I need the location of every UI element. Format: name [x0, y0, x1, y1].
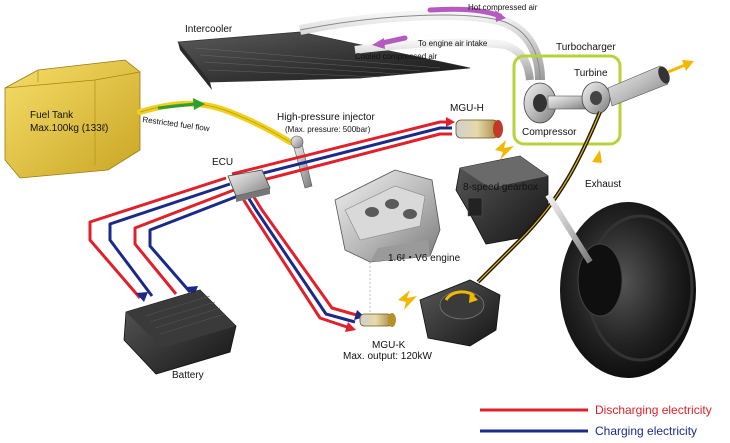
mgu-h-label: MGU-H [450, 103, 484, 114]
electric-lines [88, 120, 452, 330]
exhaust-label: Exhaust [585, 179, 622, 190]
ecu [227, 169, 271, 202]
battery [123, 289, 237, 375]
intake-arrowhead-icon [372, 38, 385, 49]
air-pipes [299, 10, 545, 81]
tire [560, 202, 696, 378]
mgu-k-output-label: Max. output: 120kW [343, 351, 432, 362]
restricted-flow-arrow [157, 98, 205, 110]
battery-label: Battery [172, 370, 204, 381]
injector-pressure-label: (Max. pressure: 500bar) [285, 125, 371, 134]
turbine [581, 65, 670, 115]
compressor-label: Compressor [522, 127, 577, 138]
exhaust-flow-line [477, 111, 601, 283]
exhaust-arrowhead-icon [592, 150, 602, 163]
mgu-k [359, 290, 417, 327]
drive-axle [545, 193, 593, 264]
v6-engine [334, 169, 441, 263]
fuel-tank-label: Fuel Tank [30, 110, 74, 121]
intercooler [177, 31, 471, 90]
mgu-k-spark-icon [398, 290, 417, 310]
cooled-air-label: Cooled compressed air [355, 52, 438, 61]
injector-label: High-pressure injector [277, 112, 375, 123]
gearbox-label: 8-speed gearbox [463, 182, 539, 193]
mgu-k-label: MGU-K [372, 340, 406, 351]
mgu-h [455, 119, 514, 160]
to-intake-label: To engine air intake [418, 39, 488, 48]
clutch-housing [419, 279, 501, 347]
gearbox [455, 155, 549, 245]
legend-charge-label: Charging electricity [595, 424, 698, 438]
hot-air-label: Hot compressed air [468, 3, 538, 12]
mgu-h-spark-icon [495, 140, 514, 160]
compressor [523, 82, 589, 124]
legend-discharge-label: Discharging electricity [595, 403, 712, 417]
turbocharger-label: Turbocharger [556, 42, 616, 53]
fuel-tank-capacity: Max.100kg (133ℓ) [30, 123, 109, 134]
ecu-label: ECU [212, 157, 234, 168]
hot-air-arrowhead-icon [495, 10, 506, 22]
fuel-tank [4, 59, 141, 179]
exhaust-out-arrow [667, 60, 694, 74]
turbine-label: Turbine [574, 68, 608, 79]
engine-label: 1.6ℓ・V6 engine [388, 253, 461, 264]
intercooler-label: Intercooler [185, 24, 233, 35]
